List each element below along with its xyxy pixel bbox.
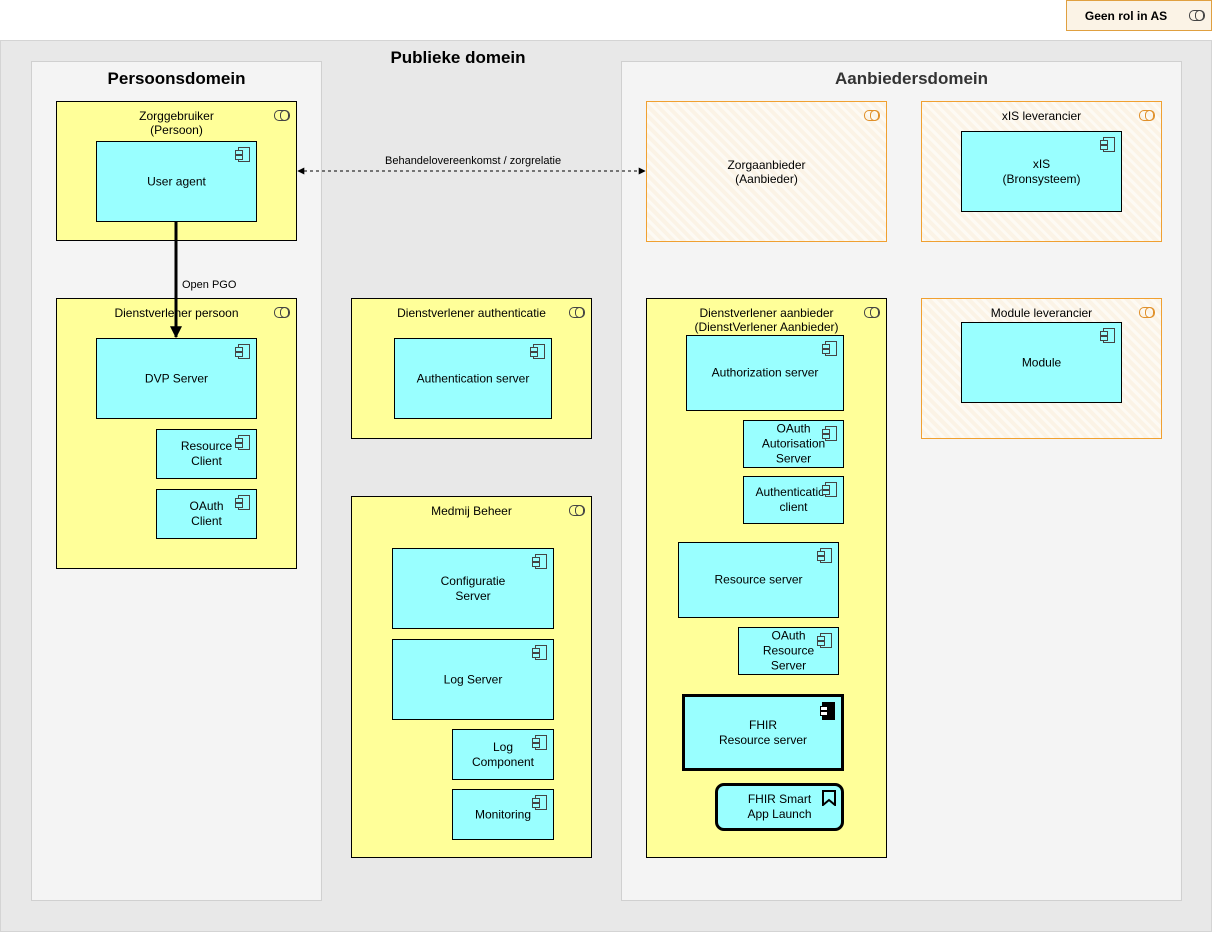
component-authorization-server: Authorization server — [686, 335, 844, 411]
component-fhir-resource-server: FHIR Resource server — [682, 694, 844, 771]
component-icon — [235, 147, 250, 162]
role-label: Dienstverlener authenticatie — [397, 306, 546, 320]
role-label: Zorgaanbieder (Aanbieder) — [727, 157, 806, 186]
component-label: Module — [1021, 355, 1062, 369]
publieke-domein-title: Publieke domein — [390, 48, 526, 67]
role-icon — [1139, 307, 1155, 318]
component-icon — [530, 344, 545, 359]
role-label: Medmij Beheer — [431, 504, 512, 518]
component-label: Monitoring — [474, 807, 532, 821]
component-icon — [235, 344, 250, 359]
component-label: Resource Client — [180, 439, 233, 468]
component-dvp-server: DVP Server — [96, 338, 257, 419]
component-resource-server: Resource server — [678, 542, 839, 618]
component-xis: xIS (Bronsysteem) — [961, 131, 1122, 212]
component-icon — [532, 735, 547, 750]
component-icon — [822, 341, 837, 356]
component-icon — [235, 495, 250, 510]
role-label-line2: (DienstVerlener Aanbieder) — [694, 320, 839, 334]
component-icon — [532, 554, 547, 569]
bookmark-icon — [822, 790, 836, 806]
component-icon — [822, 426, 837, 441]
component-label: Authorization server — [711, 365, 819, 380]
role-icon — [1189, 10, 1205, 21]
component-icon — [532, 795, 547, 810]
component-label: OAuth Resource Server — [762, 628, 815, 673]
component-icon — [820, 702, 835, 720]
legend-label: Geen rol in AS — [1084, 9, 1168, 23]
component-resource-client: Resource Client — [156, 429, 257, 479]
component-icon — [817, 633, 832, 648]
relation-open-pgo-label: Open PGO — [182, 279, 237, 291]
role-icon — [569, 307, 585, 318]
component-label: Authentication client — [755, 485, 832, 514]
component-icon — [1100, 137, 1115, 152]
component-label: FHIR Smart App Launch — [747, 792, 812, 821]
role-label: Dienstverlener aanbieder (DienstVerlener… — [647, 306, 886, 334]
component-monitoring: Monitoring — [452, 789, 554, 840]
role-label: xIS leverancier — [1001, 109, 1082, 123]
component-user-agent: User agent — [96, 141, 257, 222]
component-label: FHIR Resource server — [718, 717, 808, 747]
aanbiedersdomein-title: Aanbiedersdomein — [834, 69, 989, 88]
component-label: User agent — [147, 174, 206, 188]
component-oauth-resource-server: OAuth Resource Server — [738, 627, 839, 675]
component-icon — [822, 482, 837, 497]
component-label: Resource server — [714, 572, 803, 587]
role-icon — [274, 110, 290, 121]
role-icon — [274, 307, 290, 318]
component-label: Log Component — [471, 739, 535, 769]
component-label: Configuratie Server — [440, 573, 506, 603]
role-icon — [1139, 110, 1155, 121]
component-log-server: Log Server — [392, 639, 554, 720]
role-icon — [864, 110, 880, 121]
component-label: OAuth Client — [189, 499, 224, 528]
component-icon — [532, 645, 547, 660]
role-label: Module leverancier — [990, 306, 1093, 320]
component-authentication-server: Authentication server — [394, 338, 552, 419]
component-label: OAuth Autorisation Server — [761, 421, 826, 466]
persoonsdomein-title: Persoonsdomein — [107, 69, 246, 88]
component-log-component: Log Component — [452, 729, 554, 780]
component-oauth-client: OAuth Client — [156, 489, 257, 539]
role-label-line1: Dienstverlener aanbieder — [699, 306, 834, 320]
component-authentication-client: Authentication client — [743, 476, 844, 524]
role-zorgaanbieder: Zorgaanbieder (Aanbieder) — [646, 101, 887, 242]
component-icon — [1100, 328, 1115, 343]
role-label: Zorggebruiker (Persoon) — [139, 109, 214, 137]
relation-behandelovereenkomst-label: Behandelovereenkomst / zorgrelatie — [385, 155, 562, 167]
role-icon — [569, 505, 585, 516]
component-label: xIS (Bronsysteem) — [1002, 156, 1081, 186]
component-label: Authentication server — [416, 371, 530, 385]
component-module: Module — [961, 322, 1122, 403]
component-label: Log Server — [443, 672, 503, 686]
component-label: DVP Server — [144, 371, 209, 385]
component-icon — [235, 435, 250, 450]
component-configuratie-server: Configuratie Server — [392, 548, 554, 629]
component-icon — [817, 548, 832, 563]
component-oauth-autorisation-server: OAuth Autorisation Server — [743, 420, 844, 468]
legend-geen-rol-in-as: Geen rol in AS — [1066, 0, 1212, 31]
component-fhir-smart-app-launch: FHIR Smart App Launch — [715, 783, 844, 831]
role-icon — [864, 307, 880, 318]
